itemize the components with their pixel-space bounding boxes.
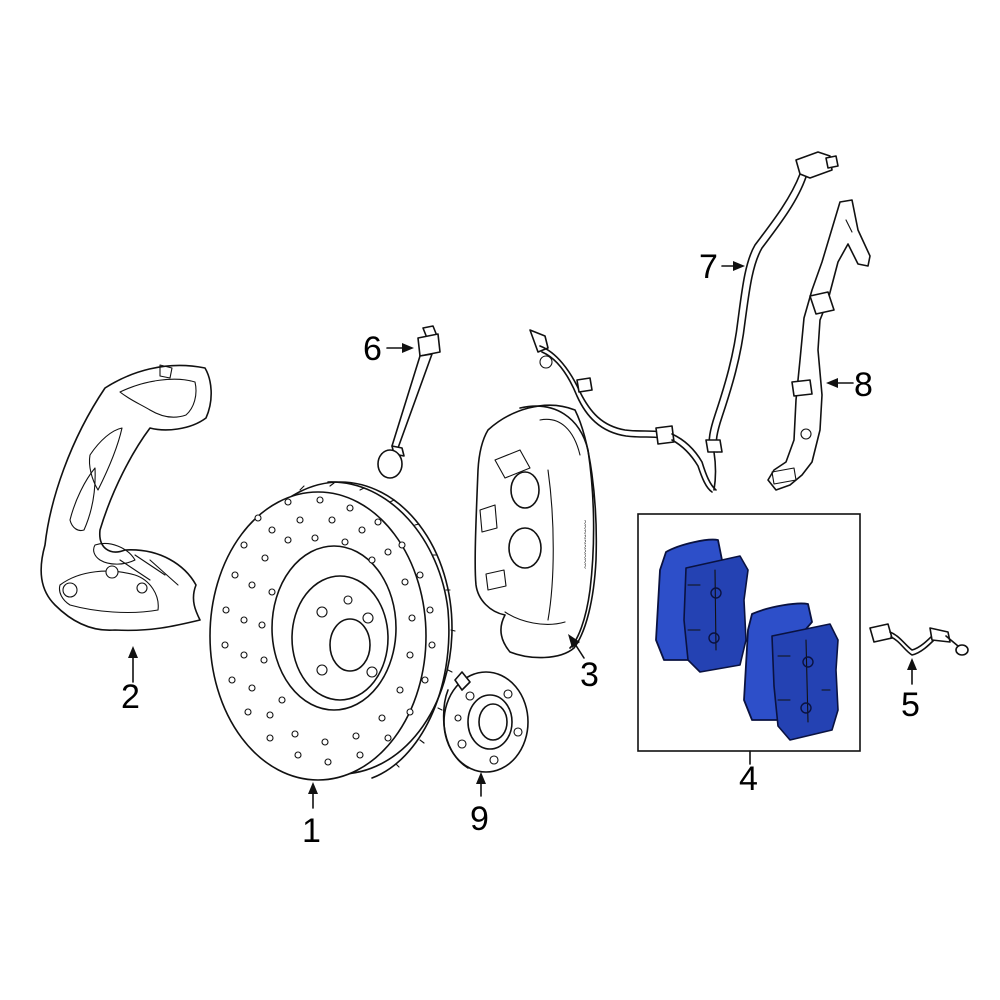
callout-7: 7 <box>699 248 745 286</box>
rotor-drill-holes <box>221 496 436 766</box>
callout-5-label: 5 <box>901 686 920 724</box>
callout-6: 6 <box>363 330 414 368</box>
callout-8: 8 <box>826 366 873 404</box>
callout-1-label: 1 <box>302 812 321 850</box>
callout-6-label: 6 <box>363 330 382 368</box>
brake-rotor[interactable] <box>209 481 456 781</box>
callout-7-label: 7 <box>699 248 718 286</box>
callout-3: 3 <box>568 634 599 694</box>
callout-9-label: 9 <box>470 800 489 838</box>
callout-5: 5 <box>901 658 920 724</box>
wheel-hub[interactable] <box>442 671 529 773</box>
dust-shield[interactable] <box>40 364 212 632</box>
brake-caliper[interactable]: ~~~~~~~~~~ <box>474 404 598 659</box>
callout-4-label: 4 <box>739 760 758 798</box>
pad-wear-sensor[interactable] <box>869 623 969 656</box>
brake-hose[interactable] <box>705 151 839 491</box>
brake-pad-set[interactable] <box>637 513 861 752</box>
callout-3-label: 3 <box>580 656 599 694</box>
caliper-brand-marking: ~~~~~~~~~~ <box>580 520 590 569</box>
callout-2-label: 2 <box>121 678 140 716</box>
callout-2: 2 <box>121 646 140 716</box>
callout-4: 4 <box>739 750 758 798</box>
callout-9: 9 <box>470 772 489 838</box>
hose-bracket[interactable] <box>767 199 871 491</box>
callout-1: 1 <box>302 782 321 850</box>
sensor-cable[interactable] <box>529 329 717 493</box>
wear-sensor-pin[interactable] <box>377 325 441 479</box>
callout-8-label: 8 <box>854 366 873 404</box>
